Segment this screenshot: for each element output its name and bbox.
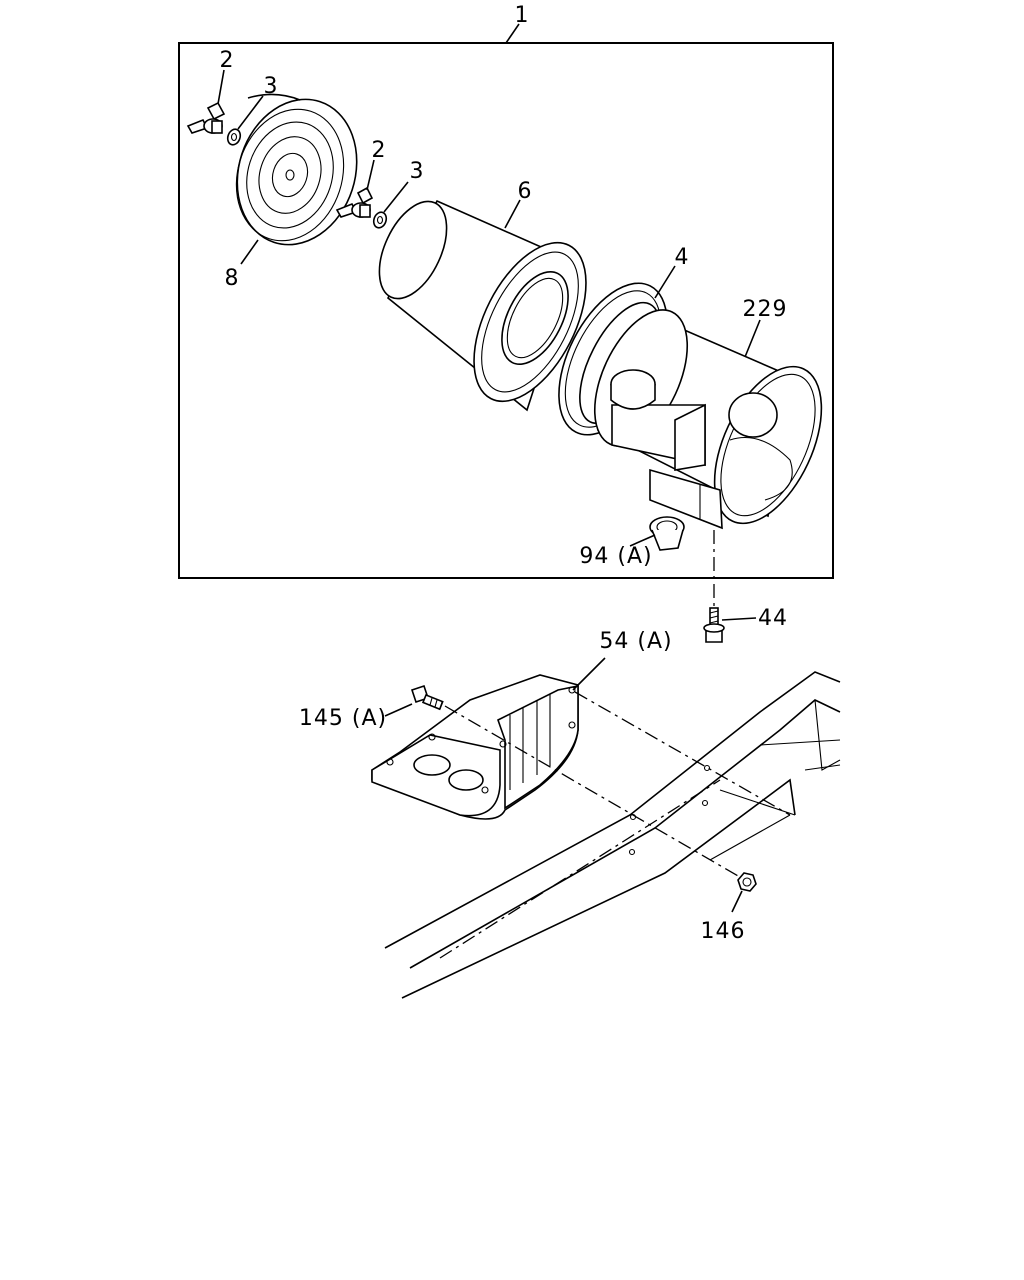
wing-nut-inner bbox=[335, 186, 374, 218]
leader-94 bbox=[629, 534, 656, 547]
bracket bbox=[371, 674, 579, 820]
leader-1 bbox=[505, 23, 520, 44]
nut-146 bbox=[737, 872, 757, 892]
wing-nut-outer bbox=[186, 101, 226, 134]
callout-44: 44 bbox=[758, 606, 788, 631]
dust-valve bbox=[649, 516, 685, 551]
centerline-54 bbox=[574, 691, 791, 816]
leader-6 bbox=[504, 199, 521, 229]
leader-44 bbox=[721, 617, 757, 621]
callout-8: 8 bbox=[225, 266, 240, 291]
leader-54 bbox=[572, 657, 606, 691]
washer-outer bbox=[226, 128, 242, 146]
air-cleaner-body bbox=[593, 309, 823, 530]
callout-229: 229 bbox=[743, 297, 788, 322]
callout-94a: 94 (A) bbox=[579, 544, 652, 569]
frame-rail bbox=[384, 671, 841, 999]
end-cover bbox=[235, 93, 358, 246]
frame-rail-centerline bbox=[439, 779, 721, 959]
callout-1: 1 bbox=[515, 3, 530, 28]
callout-2-outer: 2 bbox=[220, 48, 235, 73]
leader-2-inner bbox=[366, 159, 375, 191]
washer-inner bbox=[372, 211, 388, 229]
callout-2-inner: 2 bbox=[372, 138, 387, 163]
bolt-44 bbox=[703, 607, 725, 643]
leader-229 bbox=[744, 319, 761, 358]
leader-4 bbox=[654, 265, 676, 299]
callout-6: 6 bbox=[518, 179, 533, 204]
leader-146 bbox=[731, 890, 743, 913]
filter-element bbox=[378, 199, 587, 412]
callout-3-outer: 3 bbox=[264, 74, 279, 99]
leader-145 bbox=[384, 703, 413, 717]
callout-4: 4 bbox=[675, 245, 690, 270]
callout-3-inner: 3 bbox=[410, 159, 425, 184]
bolt-145 bbox=[410, 684, 444, 711]
leader-8 bbox=[240, 239, 259, 265]
leader-3-outer bbox=[237, 95, 264, 130]
leader-2-outer bbox=[217, 69, 225, 105]
callout-145a: 145 (A) bbox=[299, 706, 387, 731]
callout-146: 146 bbox=[701, 919, 746, 944]
callout-54a: 54 (A) bbox=[599, 629, 672, 654]
leader-3-inner bbox=[383, 181, 409, 213]
